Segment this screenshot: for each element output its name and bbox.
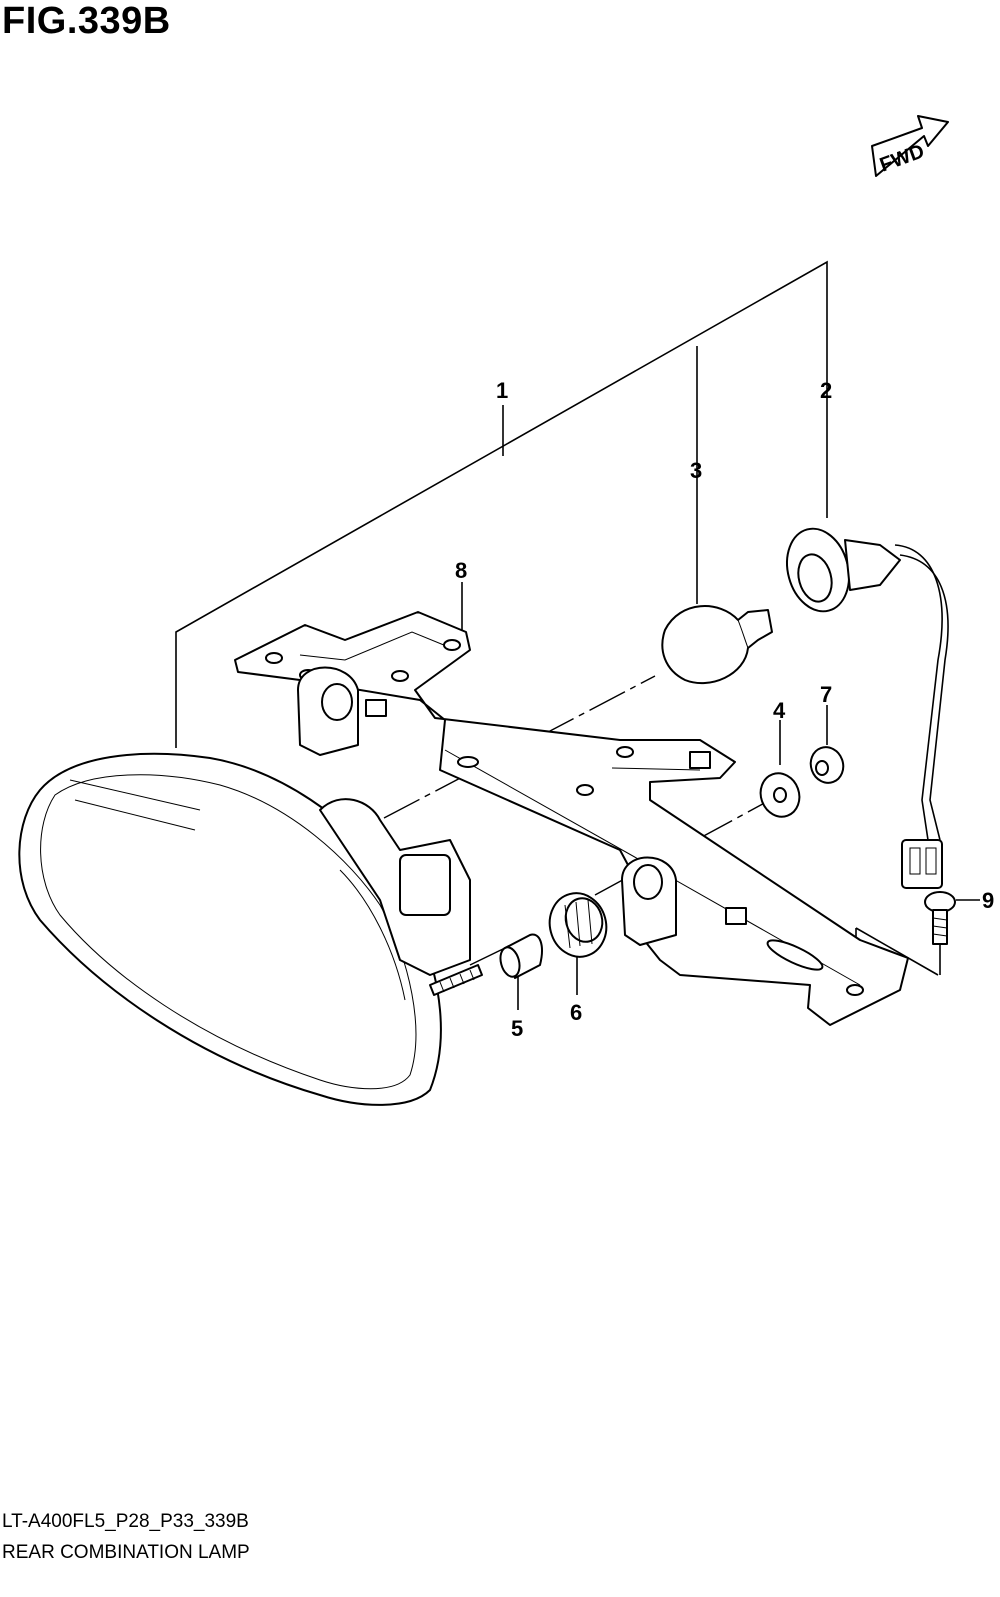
- callout-2: 2: [820, 378, 832, 403]
- callout-1: 1: [496, 378, 508, 403]
- spacer: [499, 933, 543, 979]
- figure-caption: REAR COMBINATION LAMP: [2, 1542, 250, 1563]
- nut: [809, 746, 845, 784]
- grommet: [548, 892, 608, 958]
- figure-title: FIG.339B: [2, 0, 171, 42]
- fwd-arrow-icon: FWD: [871, 115, 949, 177]
- callout-5: 5: [511, 1016, 523, 1041]
- callout-3: 3: [690, 458, 702, 483]
- leader-lines: [175, 260, 980, 1010]
- socket-harness: [786, 527, 949, 889]
- callout-8: 8: [455, 558, 467, 583]
- washer: [759, 772, 801, 818]
- callout-7: 7: [820, 682, 832, 707]
- callout-6: 6: [570, 1000, 582, 1025]
- bulb: [661, 605, 773, 685]
- callout-4: 4: [773, 698, 786, 723]
- bolt: [924, 891, 956, 945]
- lamp-housing: [18, 752, 483, 1106]
- model-code: LT-A400FL5_P28_P33_339B: [2, 1511, 249, 1532]
- callout-labels: 1 2 3 4 5 6 7 8 9: [455, 378, 994, 1041]
- mounting-bracket: [234, 611, 909, 1026]
- callout-9: 9: [982, 888, 994, 913]
